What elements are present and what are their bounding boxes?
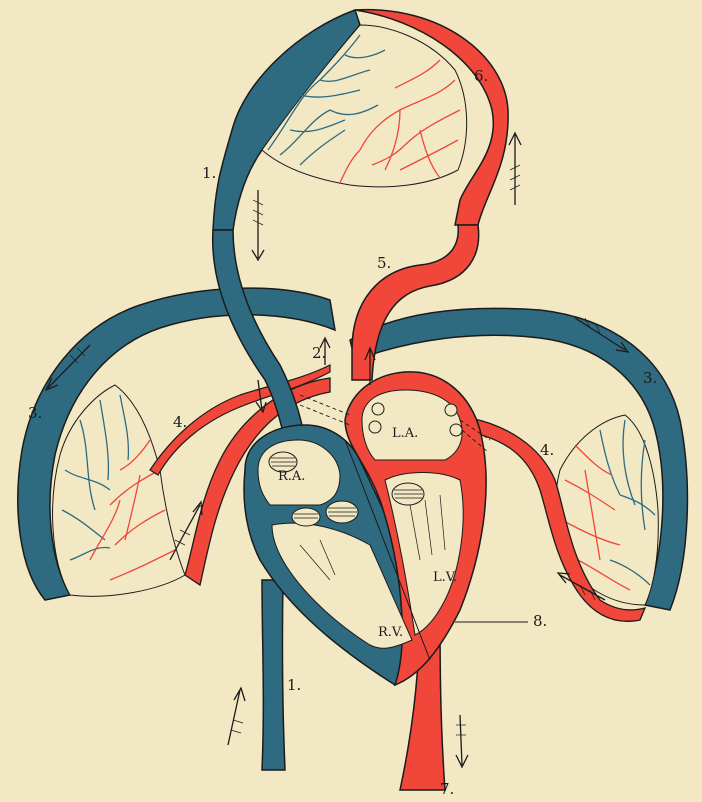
label-left-ventricle: L.V. bbox=[433, 570, 457, 585]
label-3-left: 3. bbox=[28, 404, 42, 422]
label-5: 5. bbox=[377, 254, 391, 272]
label-8: 8. bbox=[533, 612, 547, 630]
label-7: 7. bbox=[440, 780, 454, 798]
label-4-left: 4. bbox=[173, 413, 187, 431]
label-6: 6. bbox=[474, 67, 488, 85]
label-1-top: 1. bbox=[202, 164, 216, 182]
label-right-atrium: R.A. bbox=[278, 469, 305, 484]
label-2: 2. bbox=[312, 344, 326, 362]
label-left-atrium: L.A. bbox=[392, 426, 418, 441]
inferior-vena-cava bbox=[262, 580, 285, 770]
label-1-bottom: 1. bbox=[287, 676, 301, 694]
label-right-ventricle: R.V. bbox=[378, 625, 403, 640]
valve-rv-1 bbox=[292, 508, 320, 526]
label-3-right: 3. bbox=[643, 369, 657, 387]
label-4-right: 4. bbox=[540, 441, 554, 459]
